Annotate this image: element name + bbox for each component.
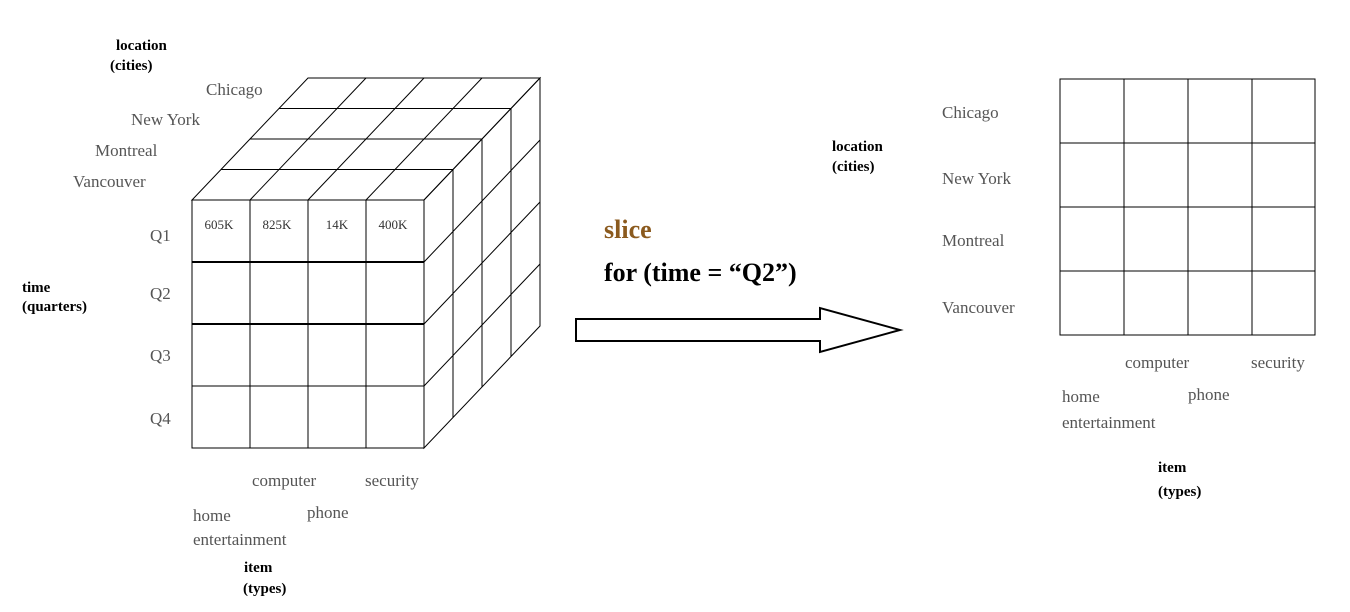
cube-item-label: phone xyxy=(307,503,349,522)
cube-location-axis-unit: (cities) xyxy=(110,58,152,74)
slice-item-label: computer xyxy=(1125,353,1190,372)
cube-item-label: entertainment xyxy=(193,530,287,549)
slice-item-label: entertainment xyxy=(1062,413,1156,432)
slice-city-label: New York xyxy=(942,169,1011,188)
operation-name: slice xyxy=(604,215,652,244)
data-cube: 605K 825K 14K 400K location (cities) Chi… xyxy=(22,38,542,597)
cube-location-axis-title: location xyxy=(116,38,167,54)
quarter-label: Q2 xyxy=(150,284,171,303)
operation-condition: for (time = “Q2”) xyxy=(604,258,797,287)
slice-location-axis-title: location xyxy=(832,139,883,155)
q1-value: 825K xyxy=(263,217,293,232)
slice-location-axis-unit: (cities) xyxy=(832,159,874,175)
slice-result-grid: location (cities) Chicago New York Montr… xyxy=(832,78,1316,500)
slice-city-label: Montreal xyxy=(942,231,1005,250)
cube-city-label: Montreal xyxy=(95,141,158,160)
cube-item-label: home xyxy=(193,506,231,525)
cube-right-face xyxy=(423,76,541,450)
quarter-label: Q4 xyxy=(150,409,171,428)
slice-item-axis-title: item xyxy=(1158,460,1187,476)
q1-value: 400K xyxy=(379,217,409,232)
right-arrow-icon xyxy=(575,306,904,354)
cube-city-label: Chicago xyxy=(206,80,263,99)
slice-city-label: Vancouver xyxy=(942,298,1015,317)
cube-city-label: New York xyxy=(131,110,200,129)
slice-operation: slice for (time = “Q2”) xyxy=(575,215,904,354)
slice-item-label: phone xyxy=(1188,385,1230,404)
cube-item-label: security xyxy=(365,471,419,490)
slice-item-axis-unit: (types) xyxy=(1158,484,1201,500)
cube-city-label: Vancouver xyxy=(73,172,146,191)
cube-item-axis-title: item xyxy=(244,560,273,576)
slice-city-label: Chicago xyxy=(942,103,999,122)
slice-item-label: security xyxy=(1251,353,1305,372)
q1-value: 14K xyxy=(326,217,349,232)
quarter-label: Q1 xyxy=(150,226,171,245)
cube-item-label: computer xyxy=(252,471,317,490)
cube-time-axis-unit: (quarters) xyxy=(22,299,87,315)
slice-item-label: home xyxy=(1062,387,1100,406)
quarter-label: Q3 xyxy=(150,346,171,365)
cube-item-axis-unit: (types) xyxy=(243,581,286,597)
cube-time-axis-title: time xyxy=(22,280,51,296)
q1-value: 605K xyxy=(205,217,235,232)
